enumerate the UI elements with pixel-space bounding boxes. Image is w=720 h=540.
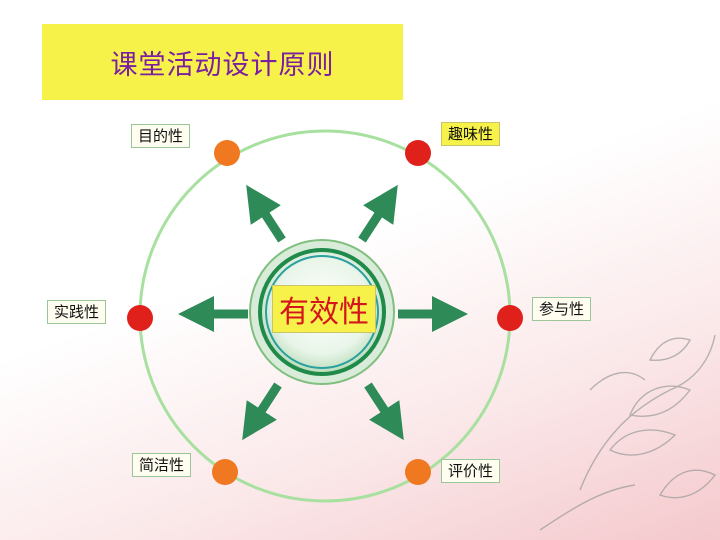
node-label-top-right: 趣味性 bbox=[441, 122, 501, 146]
node-label-bottom-left: 简洁性 bbox=[132, 453, 192, 477]
node-dot-bottom-right bbox=[405, 459, 431, 485]
node-label-left: 实践性 bbox=[47, 300, 107, 324]
arrow-top-right bbox=[358, 184, 398, 243]
center-label: 有效性 bbox=[272, 285, 376, 333]
center-disc-ring bbox=[265, 255, 379, 369]
page-title: 课堂活动设计原则 bbox=[110, 49, 335, 81]
node-label-top-left: 目的性 bbox=[131, 124, 191, 148]
node-dot-top-right bbox=[405, 140, 431, 166]
title-box: 课堂活动设计原则 bbox=[42, 24, 403, 100]
node-dot-right bbox=[497, 305, 523, 331]
node-dot-left bbox=[127, 305, 153, 331]
floral-decoration bbox=[539, 334, 717, 531]
node-dot-bottom-left bbox=[212, 459, 238, 485]
arrow-bottom-left bbox=[242, 382, 282, 441]
node-dot-top-left bbox=[214, 140, 240, 166]
node-label-right: 参与性 bbox=[532, 297, 592, 321]
arrow-bottom-right bbox=[364, 382, 404, 441]
node-label-bottom-right: 评价性 bbox=[441, 459, 501, 483]
arrow-top-left bbox=[246, 184, 286, 243]
